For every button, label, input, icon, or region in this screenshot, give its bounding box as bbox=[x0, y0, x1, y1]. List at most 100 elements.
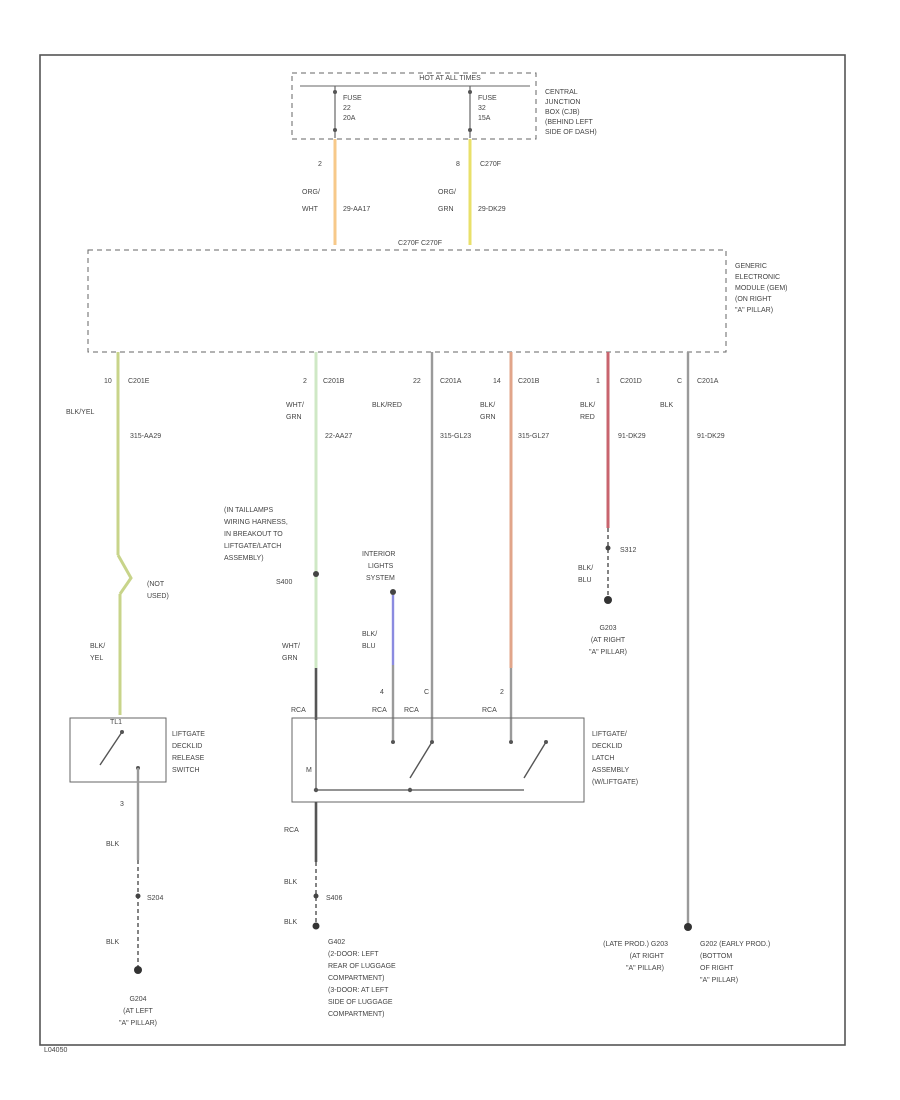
fuse-22-top-node bbox=[333, 90, 337, 94]
c270f-label: C270F bbox=[480, 161, 501, 168]
g204-ground-symbol bbox=[134, 966, 142, 974]
org-wht-color-2: WHT bbox=[302, 206, 319, 213]
g402-ground-symbol bbox=[312, 922, 320, 930]
wire-3-color: BLK/RED bbox=[372, 402, 402, 409]
g402-label-7: COMPARTMENT) bbox=[328, 1011, 385, 1018]
release-switch-label-4: SWITCH bbox=[172, 767, 200, 774]
interior-lights-1: INTERIOR bbox=[362, 551, 395, 558]
gem-pin-6: C bbox=[677, 378, 682, 385]
latch-label-3: LATCH bbox=[592, 755, 614, 762]
middle-ground-color-1: BLK bbox=[284, 879, 298, 886]
s204-splice bbox=[135, 893, 141, 899]
interior-lights-feed: INTERIOR LIGHTS SYSTEM BLK/ BLU bbox=[362, 551, 396, 740]
latch-contact-2 bbox=[509, 740, 513, 744]
fuse-32-bottom-node bbox=[468, 128, 472, 132]
gem-title-1: GENERIC bbox=[735, 263, 767, 270]
org-wht-id: 29-AA17 bbox=[343, 206, 370, 213]
fuse-32-rating: 15A bbox=[478, 115, 491, 122]
org-grn-id: 29-DK29 bbox=[478, 206, 506, 213]
gem-pin-3: 22 bbox=[413, 378, 421, 385]
late-prod-1: (LATE PROD.) G203 bbox=[603, 941, 668, 948]
interior-lights-3: SYSTEM bbox=[366, 575, 395, 582]
gem-conn-6: C201A bbox=[697, 378, 719, 385]
wire-1-color: BLK/YEL bbox=[66, 409, 95, 416]
wire-1-not-used-break bbox=[116, 554, 133, 595]
cjb-location-line-4: (BEHIND LEFT bbox=[545, 119, 594, 126]
wht-grn-low-1: WHT/ bbox=[282, 643, 300, 650]
pin-2-label: 2 bbox=[318, 161, 322, 168]
latch-conn-4: RCA bbox=[482, 707, 497, 714]
latch-label-1: LIFTGATE/ bbox=[592, 731, 627, 738]
g202-g203-ground-symbol bbox=[684, 923, 692, 931]
blk-blu-mid-2: BLU bbox=[362, 643, 376, 650]
wire-4-color-2: GRN bbox=[480, 414, 496, 421]
interior-lights-node bbox=[390, 589, 396, 595]
latch-switch-2-blade bbox=[523, 741, 547, 779]
gem-conn-1: C201E bbox=[128, 378, 150, 385]
g203-ground-symbol bbox=[604, 596, 612, 604]
release-switch-blade bbox=[99, 731, 123, 766]
left-ground-color-2: BLK bbox=[106, 939, 120, 946]
latch-label-5: (W/LIFTGATE) bbox=[592, 779, 638, 786]
early-prod-1: G202 (EARLY PROD.) bbox=[700, 941, 770, 948]
late-prod-3: "A" PILLAR) bbox=[626, 965, 664, 972]
gem-conn-3: C201A bbox=[440, 378, 462, 385]
g203-right-2: (AT RIGHT bbox=[591, 637, 626, 644]
gem-conn-5: C201D bbox=[620, 378, 642, 385]
cjb-location-line-1: CENTRAL bbox=[545, 89, 578, 96]
cjb-location-line-3: BOX (CJB) bbox=[545, 109, 580, 116]
release-switch-pin-bottom: 3 bbox=[120, 801, 124, 808]
org-grn-color-2: GRN bbox=[438, 206, 454, 213]
gem-pin-4: 14 bbox=[493, 378, 501, 385]
latch-bus-node-2 bbox=[313, 787, 319, 793]
middle-ground-run: RCA BLK S406 BLK G402 (2-DOOR: LEFT REAR… bbox=[284, 802, 396, 1018]
wire-2-wht-grn: (IN TAILLAMPS WIRING HARNESS, IN BREAKOU… bbox=[224, 352, 319, 720]
s406-label: S406 bbox=[326, 895, 342, 902]
blk-blu-right-1: BLK/ bbox=[578, 565, 593, 572]
s406-splice bbox=[313, 893, 319, 899]
gem-pin-5: 1 bbox=[596, 378, 600, 385]
hot-at-all-times-label: HOT AT ALL TIMES bbox=[419, 75, 481, 82]
gem-title-4: (ON RIGHT bbox=[735, 296, 772, 303]
diagram-frame bbox=[39, 54, 846, 1046]
s312-label: S312 bbox=[620, 547, 636, 554]
gem-title-3: MODULE (GEM) bbox=[735, 285, 788, 292]
latch-pin-4: 4 bbox=[380, 689, 384, 696]
blk-blu-right-2: BLU bbox=[578, 577, 592, 584]
fuse-32-top-node bbox=[468, 90, 472, 94]
wht-grn-low-2: GRN bbox=[282, 655, 298, 662]
latch-label-4: ASSEMBLY bbox=[592, 767, 630, 774]
pin-8-label: 8 bbox=[456, 161, 460, 168]
middle-ground-conn: RCA bbox=[284, 827, 299, 834]
right-ground-labels: (LATE PROD.) G203 (AT RIGHT "A" PILLAR) … bbox=[603, 941, 770, 984]
middle-ground-color-2: BLK bbox=[284, 919, 298, 926]
top-wires: 2 8 C270F ORG/ WHT 29-AA17 ORG/ GRN 29-D… bbox=[302, 139, 506, 245]
latch-bus-node-1 bbox=[407, 787, 413, 793]
central-junction-box: HOT AT ALL TIMES FUSE 22 20A FUSE 32 15A… bbox=[291, 72, 597, 140]
latch-assembly-outline bbox=[291, 717, 585, 803]
g402-label-4: COMPARTMENT) bbox=[328, 975, 385, 982]
wire-4-id: 315-GL27 bbox=[518, 433, 549, 440]
g402-label-6: SIDE OF LUGGAGE bbox=[328, 999, 393, 1006]
left-ground-run: BLK S204 BLK G204 (AT LEFT "A" PILLAR) bbox=[106, 768, 163, 1027]
gem-top-connectors: C270F C270F bbox=[398, 240, 442, 247]
not-used-2: USED) bbox=[147, 593, 169, 600]
fuse-22-bottom-node bbox=[333, 128, 337, 132]
gem-module: C270F C270F GENERIC ELECTRONIC MODULE (G… bbox=[87, 240, 788, 353]
taillamps-note-2: WIRING HARNESS, bbox=[224, 519, 288, 526]
g402-label-5: (3-DOOR: AT LEFT bbox=[328, 987, 389, 994]
wire-1-id: 315-AA29 bbox=[130, 433, 161, 440]
gem-pins: 10 C201E 2 C201B 22 C201A 14 C201B 1 C20… bbox=[104, 378, 719, 385]
wire-labels: BLK/YEL 315-AA29 WHT/ GRN 22-AA27 BLK/RE… bbox=[66, 402, 725, 440]
latch-assembly: RCA 4 RCA C RCA 2 RCA M LIFTGATE/ DECKLI… bbox=[291, 689, 638, 803]
g204-label-1: G204 bbox=[129, 996, 146, 1003]
release-switch-outline bbox=[69, 717, 167, 783]
gem-title-5: "A" PILLAR) bbox=[735, 307, 773, 314]
gem-conn-2: C201B bbox=[323, 378, 345, 385]
latch-conn-2: RCA bbox=[372, 707, 387, 714]
fuse-32-number: 32 bbox=[478, 105, 486, 112]
gem-title-2: ELECTRONIC bbox=[735, 274, 780, 281]
early-prod-2: (BOTTOM bbox=[700, 953, 732, 960]
wire-3-id: 315-GL23 bbox=[440, 433, 471, 440]
